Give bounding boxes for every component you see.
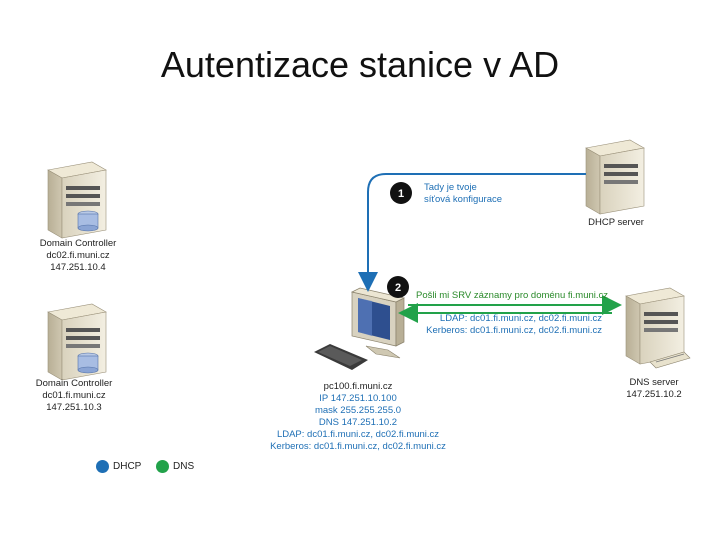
dc01-name: Domain Controller	[26, 378, 122, 390]
dns-legend-label: DNS	[173, 461, 194, 472]
svg-text:1: 1	[398, 188, 404, 200]
step-2-request: Pošli mi SRV záznamy pro doménu fi.muni.…	[416, 290, 608, 302]
client-dns: DNS 147.251.10.2	[258, 417, 458, 429]
dc01-ip: 147.251.10.3	[26, 402, 122, 414]
client-mask: mask 255.255.255.0	[258, 405, 458, 417]
legend-dns: DNS	[156, 460, 194, 473]
dhcp-legend-swatch	[96, 460, 109, 473]
dhcp-legend-label: DHCP	[113, 461, 141, 472]
server-dc01-icon	[48, 304, 106, 380]
dhcp-server-label: DHCP server	[580, 217, 652, 229]
client-ldap: LDAP: dc01.fi.muni.cz, dc02.fi.muni.cz	[258, 429, 458, 441]
server-dc02-icon	[48, 162, 106, 238]
step-1-line-2: síťová konfigurace	[424, 194, 502, 206]
svg-text:2: 2	[395, 282, 401, 294]
legend-dhcp: DHCP	[96, 460, 141, 473]
client-pc-icon	[314, 288, 404, 370]
dc02-name: Domain Controller	[30, 238, 126, 250]
client-label: pc100.fi.muni.cz IP 147.251.10.100 mask …	[258, 381, 458, 453]
dns-server-label: DNS server 147.251.10.2	[614, 377, 694, 401]
step-2-badge: 2	[387, 276, 409, 298]
dc02-label: Domain Controller dc02.fi.muni.cz 147.25…	[30, 238, 126, 274]
step-2-reply: LDAP: dc01.fi.muni.cz, dc02.fi.muni.cz K…	[422, 313, 602, 337]
step-2-reply-kerberos: Kerberos: dc01.fi.muni.cz, dc02.fi.muni.…	[422, 325, 602, 337]
client-host: pc100.fi.muni.cz	[258, 381, 458, 393]
dc01-host: dc01.fi.muni.cz	[26, 390, 122, 402]
dc02-ip: 147.251.10.4	[30, 262, 126, 274]
dc01-label: Domain Controller dc01.fi.muni.cz 147.25…	[26, 378, 122, 414]
step-1-badge: 1	[390, 182, 412, 204]
dns-server-icon	[626, 288, 690, 368]
dc02-host: dc02.fi.muni.cz	[30, 250, 126, 262]
dhcp-server-icon	[586, 140, 644, 214]
dns-server-ip: 147.251.10.2	[614, 389, 694, 401]
client-ip: IP 147.251.10.100	[258, 393, 458, 405]
step-1-text: Tady je tvoje síťová konfigurace	[424, 182, 502, 206]
step-2-reply-ldap: LDAP: dc01.fi.muni.cz, dc02.fi.muni.cz	[422, 313, 602, 325]
step-1-line-1: Tady je tvoje	[424, 182, 502, 194]
client-kerberos: Kerberos: dc01.fi.muni.cz, dc02.fi.muni.…	[258, 441, 458, 453]
dns-legend-swatch	[156, 460, 169, 473]
dns-server-name: DNS server	[614, 377, 694, 389]
